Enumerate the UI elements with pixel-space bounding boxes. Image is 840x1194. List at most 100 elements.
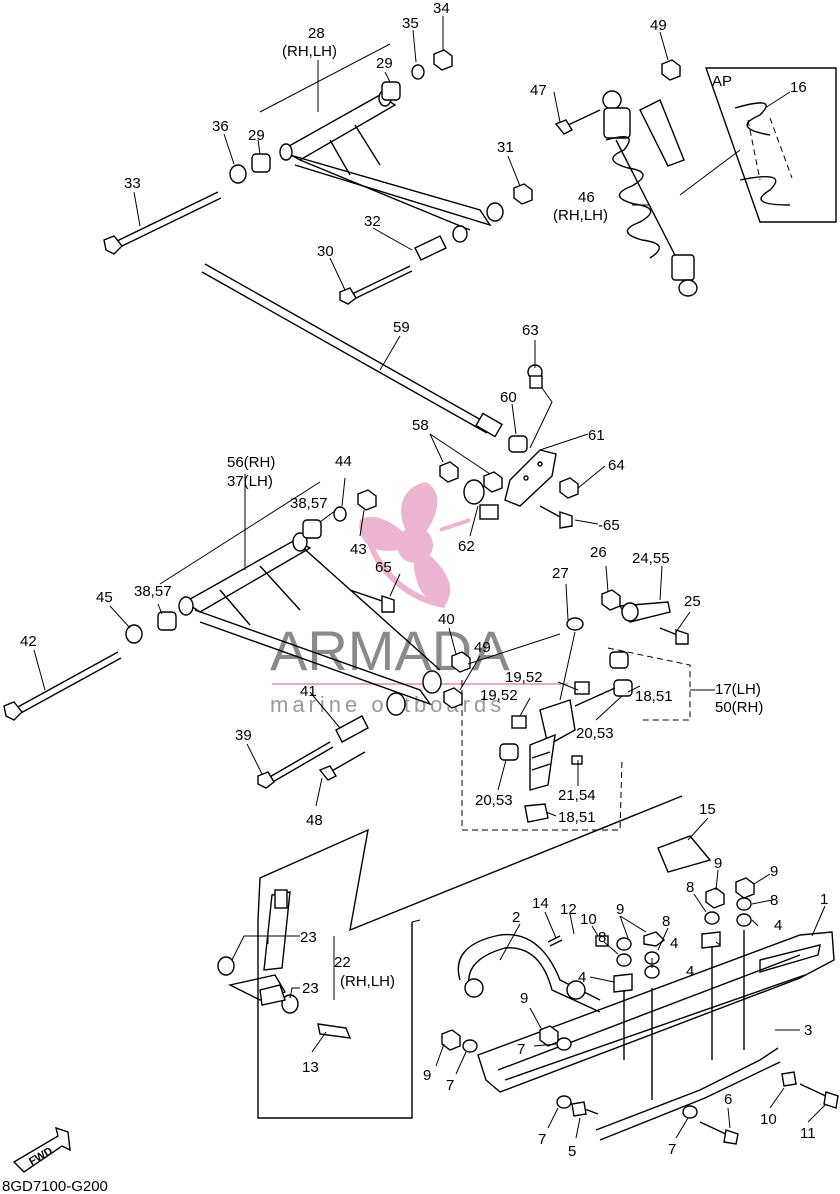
bolt-48 (318, 751, 366, 781)
callout-34: 34 (433, 0, 450, 17)
callout-9e: 9 (423, 1067, 431, 1084)
callout-1851b: 18,51 (558, 809, 596, 826)
callout-4d: 4 (774, 917, 782, 934)
callout-59: 59 (393, 319, 410, 336)
spindle-13-23 (217, 889, 352, 1039)
nut-34 (433, 49, 453, 71)
callout-7d: 7 (668, 1141, 676, 1158)
washer-44 (333, 506, 347, 522)
callout-2455: 24,55 (632, 550, 670, 567)
callout-65a: -65 (598, 517, 620, 534)
bracket-61 (504, 449, 557, 507)
washer-35 (411, 64, 425, 80)
spindle-box (461, 647, 715, 831)
callout-28: 28 (308, 25, 325, 42)
shaft-59 (201, 263, 503, 438)
callout-39: 39 (235, 727, 252, 744)
callout-3857b: 38,57 (134, 583, 172, 600)
ski-hardware (441, 877, 839, 1145)
collar-32 (414, 235, 447, 261)
callout-8a: 8 (598, 929, 606, 946)
callout-13: 13 (302, 1059, 319, 1076)
callout-3: 3 (804, 1022, 812, 1039)
callout-28-sub: (RH,LH) (282, 43, 337, 60)
washer-45 (125, 624, 143, 644)
bolt-33 (103, 191, 222, 255)
bolt-65a (539, 505, 573, 529)
callout-7b: 7 (446, 1077, 454, 1094)
callout-11: 11 (800, 1125, 816, 1142)
callout-30: 30 (317, 243, 334, 260)
callout-2154: 21,54 (558, 787, 596, 804)
diagram-code: 8GD7100-G200 (2, 1178, 108, 1194)
fwd-label: FWD (27, 1145, 55, 1168)
callout-62: 62 (458, 538, 475, 555)
callout-35: 35 (402, 15, 419, 32)
callout-7a: 7 (517, 1041, 525, 1058)
washer-36 (229, 164, 247, 184)
spindle-assembly (499, 617, 633, 823)
bolt-42 (3, 651, 122, 721)
callout-60: 60 (500, 389, 517, 406)
rod-end-62 (463, 479, 499, 520)
callout-64: 64 (608, 457, 625, 474)
bolt-65b (349, 589, 395, 613)
collar-41 (335, 715, 369, 743)
callout-17: 17(LH) (715, 681, 761, 698)
callout-25: 25 (684, 593, 701, 610)
callout-9d: 9 (520, 990, 528, 1007)
callout-9a: 9 (616, 901, 624, 918)
watermark-logo-icon (359, 482, 471, 608)
bushing-3857a (302, 519, 322, 539)
ap-box: AP (679, 67, 837, 223)
nut-26 (601, 589, 621, 611)
callout-14: 14 (532, 895, 549, 912)
bushing-29a (381, 81, 401, 101)
handle-2 (457, 933, 601, 1013)
runner-3 (595, 1047, 781, 1141)
collar-60 (508, 435, 528, 453)
ski-box (257, 795, 683, 1119)
callout-16: 16 (790, 79, 807, 96)
callout-4a: 4 (578, 969, 586, 986)
callout-46-sub: (RH,LH) (553, 207, 608, 224)
callout-45: 45 (96, 589, 113, 606)
callout-7c: 7 (538, 1131, 546, 1148)
callout-9c: 9 (770, 863, 778, 880)
callout-47: 47 (530, 82, 547, 99)
callout-32: 32 (364, 213, 381, 230)
callout-49a: 49 (650, 17, 667, 34)
callout-1952a: 19,52 (505, 669, 543, 686)
nut-40 (451, 651, 471, 673)
callout-10b: 10 (760, 1111, 777, 1128)
lower-a-arm (178, 532, 442, 716)
callout-9b: 9 (714, 855, 722, 872)
callout-4b: 4 (670, 935, 678, 952)
callout-63: 63 (522, 322, 539, 339)
ski-mount-15 (657, 835, 712, 873)
callout-58: 58 (412, 417, 429, 434)
callout-61: 61 (588, 427, 605, 444)
nut-64 (559, 477, 579, 499)
bushing-3857b (157, 611, 177, 631)
callout-22-sub: (RH,LH) (340, 973, 395, 990)
bolt-30 (339, 265, 413, 305)
callout-56: 56(RH) (227, 454, 275, 471)
callout-37: 37(LH) (227, 473, 273, 490)
callout-40: 40 (438, 611, 455, 628)
callout-1952b: 19,52 (480, 687, 518, 704)
bolt-63 (527, 364, 543, 389)
callout-8d: 8 (770, 892, 778, 909)
callout-1851a: 18,51 (635, 688, 673, 705)
callout-46: 46 (578, 189, 595, 206)
bolt-39 (257, 741, 334, 789)
callout-23a: 23 (300, 929, 317, 946)
shock-absorber (602, 90, 698, 297)
callout-10a: 10 (580, 911, 597, 928)
fwd-arrow-icon: FWD (12, 1126, 71, 1173)
callout-5: 5 (568, 1143, 576, 1160)
upper-a-arm (279, 89, 504, 243)
callout-26: 26 (590, 544, 607, 561)
callout-29b: 29 (248, 127, 265, 144)
